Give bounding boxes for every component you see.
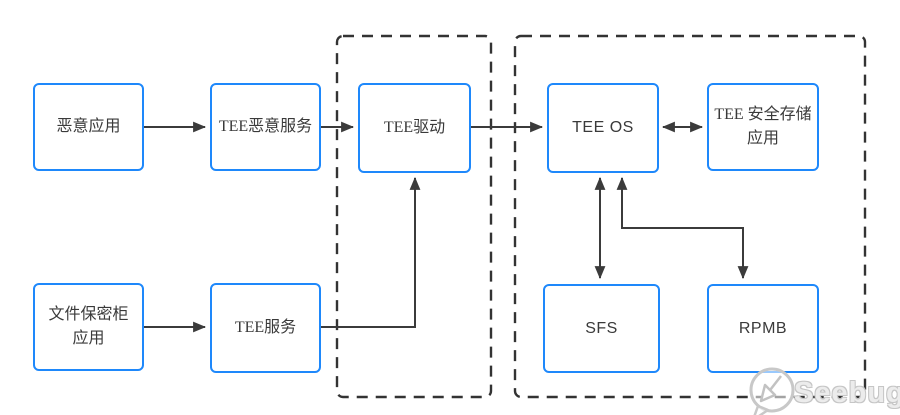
- node-malicious-app: 恶意应用: [33, 83, 144, 171]
- node-tee-secure-storage-app-label-line2: 应用: [746, 130, 779, 147]
- node-tee-service: TEE服务: [210, 283, 321, 373]
- node-tee-secure-storage-app-label-line1: TEE 安全存储: [714, 106, 812, 123]
- node-tee-driver-label: TEE驱动: [383, 119, 446, 136]
- node-tee-malicious-service: TEE恶意服务: [210, 83, 321, 171]
- node-file-safe-app: 文件保密柜 应用: [33, 283, 144, 371]
- node-tee-secure-storage-app: TEE 安全存储 应用: [707, 83, 819, 171]
- node-malicious-app-label: 恶意应用: [56, 118, 121, 135]
- node-tee-malicious-service-label: TEE恶意服务: [218, 118, 313, 135]
- node-sfs-label: SFS: [585, 319, 618, 337]
- node-tee-service-label: TEE服务: [234, 319, 297, 336]
- node-tee-os-label: TEE OS: [572, 119, 634, 136]
- node-file-safe-app-label-line1: 文件保密柜: [48, 306, 129, 323]
- node-file-safe-app-label-line2: 应用: [72, 330, 105, 347]
- node-tee-os: TEE OS: [547, 83, 659, 173]
- node-sfs: SFS: [543, 284, 660, 373]
- node-tee-driver: TEE驱动: [358, 83, 471, 173]
- arrow-tee-os-to-rpmb-bidirectional: [616, 176, 749, 280]
- node-rpmb: RPMB: [707, 284, 819, 373]
- dashed-region-tee-driver: [335, 34, 493, 399]
- node-rpmb-label: RPMB: [738, 319, 788, 337]
- dashed-region-tee-secure-world: [513, 34, 867, 399]
- arrow-tee-service-to-tee-driver: [320, 176, 421, 328]
